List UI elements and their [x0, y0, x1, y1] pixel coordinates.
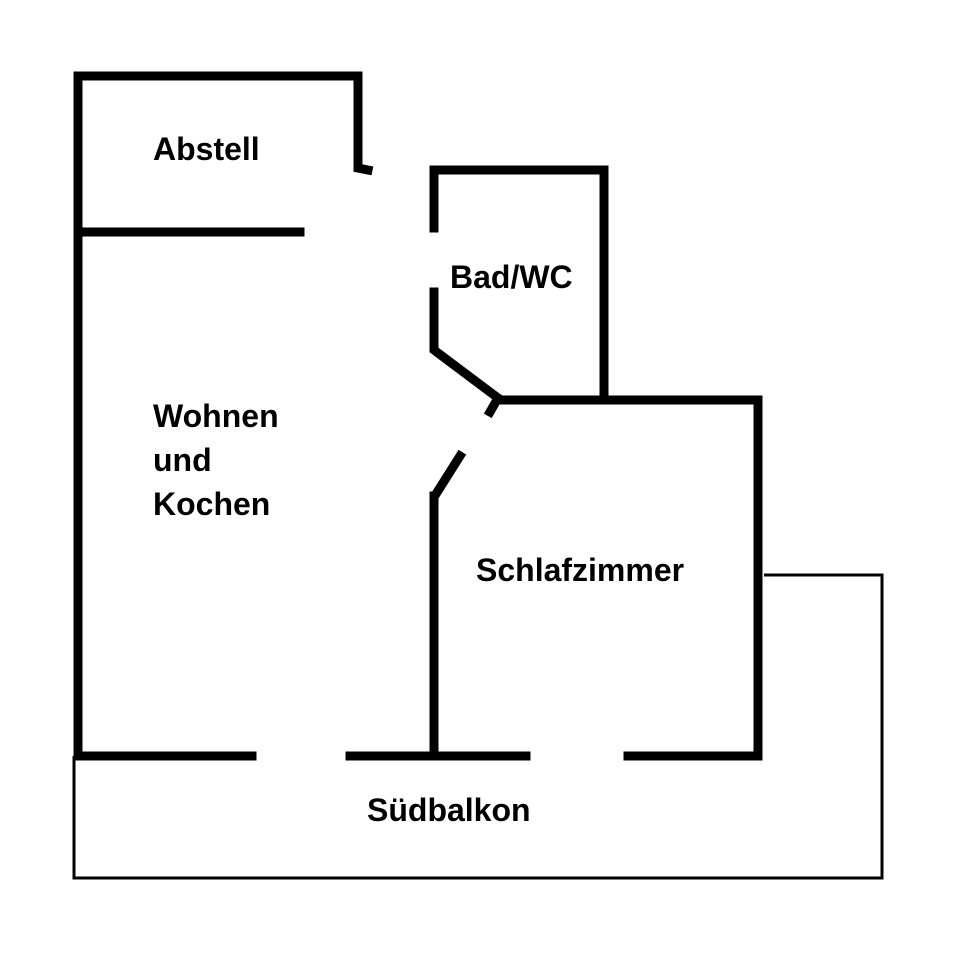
- room-label-wohnen-line3: Kochen: [153, 486, 271, 522]
- room-label-bad: Bad/WC: [450, 259, 573, 295]
- wall-bad-north: [429, 165, 609, 403]
- room-label-wohnen-line2: und: [153, 442, 212, 478]
- door-schlaf: [429, 449, 467, 501]
- room-label-wohnen-line1: Wohnen: [153, 398, 279, 434]
- room-label-schlafzimmer: Schlafzimmer: [476, 552, 685, 588]
- balcony-outline: [72, 573, 884, 880]
- room-label-abstell: Abstell: [153, 131, 260, 167]
- wall-abstell-east: [353, 71, 374, 176]
- room-label-wohnen: Wohnen und Kochen: [153, 394, 279, 526]
- wall-bad-west-lower: [429, 287, 505, 405]
- wall-schlaf-north-east: [493, 395, 763, 757]
- room-label-suedbalkon: Südbalkon: [367, 792, 531, 828]
